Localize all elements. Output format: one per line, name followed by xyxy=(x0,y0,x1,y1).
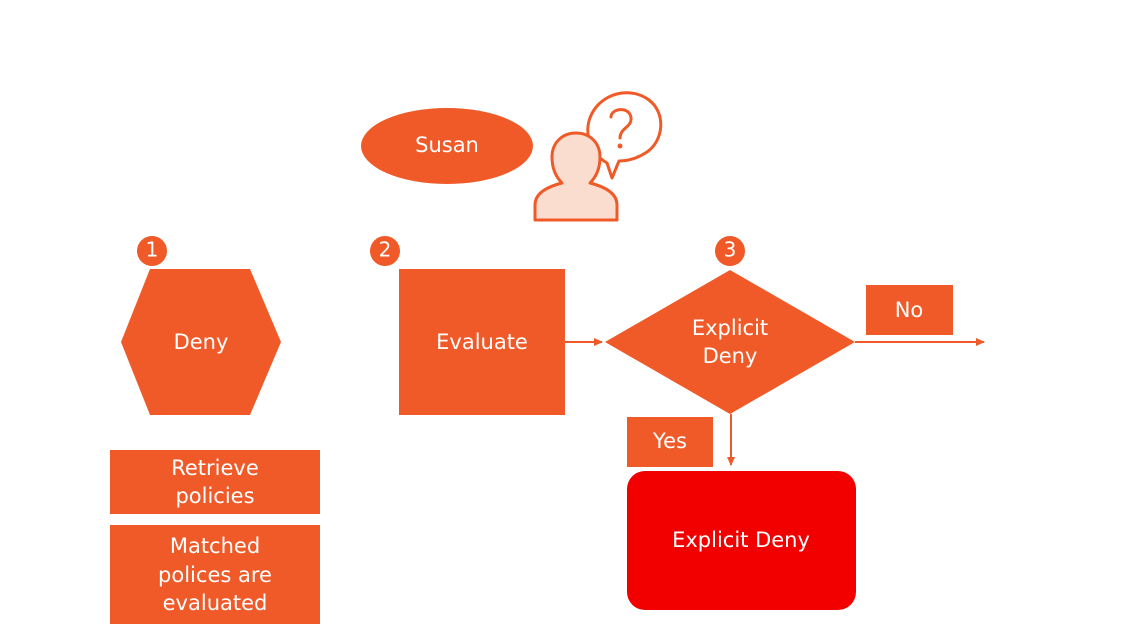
step-3-badge: 3 xyxy=(715,236,745,266)
yes-label: Yes xyxy=(652,429,687,453)
user-question-icon xyxy=(533,91,663,222)
result-label: Explicit Deny xyxy=(672,528,810,552)
no-label-box: No xyxy=(866,285,953,335)
matched-line2: polices are xyxy=(158,563,272,587)
principal-name: Susan xyxy=(415,133,479,157)
retrieve-line2: policies xyxy=(175,484,254,508)
explicit-deny-result: Explicit Deny xyxy=(627,471,856,610)
evaluate-box: Evaluate xyxy=(399,269,565,415)
step-2-number: 2 xyxy=(379,238,392,262)
step-1-badge: 1 xyxy=(137,236,167,266)
deny-hexagon: Deny xyxy=(121,269,281,415)
yes-label-box: Yes xyxy=(627,417,713,467)
explicit-deny-decision: Explicit Deny xyxy=(605,270,855,414)
matched-policies-note: Matched polices are evaluated xyxy=(110,525,320,624)
step-1-number: 1 xyxy=(146,238,159,262)
matched-line3: evaluated xyxy=(163,591,268,615)
step-3-number: 3 xyxy=(724,238,737,262)
retrieve-line1: Retrieve xyxy=(171,456,259,480)
retrieve-policies-note: Retrieve policies xyxy=(110,450,320,514)
step-2-badge: 2 xyxy=(370,236,400,266)
deny-label: Deny xyxy=(174,330,229,354)
decision-label-line2: Deny xyxy=(703,344,758,368)
no-label: No xyxy=(895,298,924,322)
matched-line1: Matched xyxy=(170,534,260,558)
principal-ellipse: Susan xyxy=(361,108,533,184)
decision-label-line1: Explicit xyxy=(692,316,768,340)
evaluate-label: Evaluate xyxy=(436,330,528,354)
